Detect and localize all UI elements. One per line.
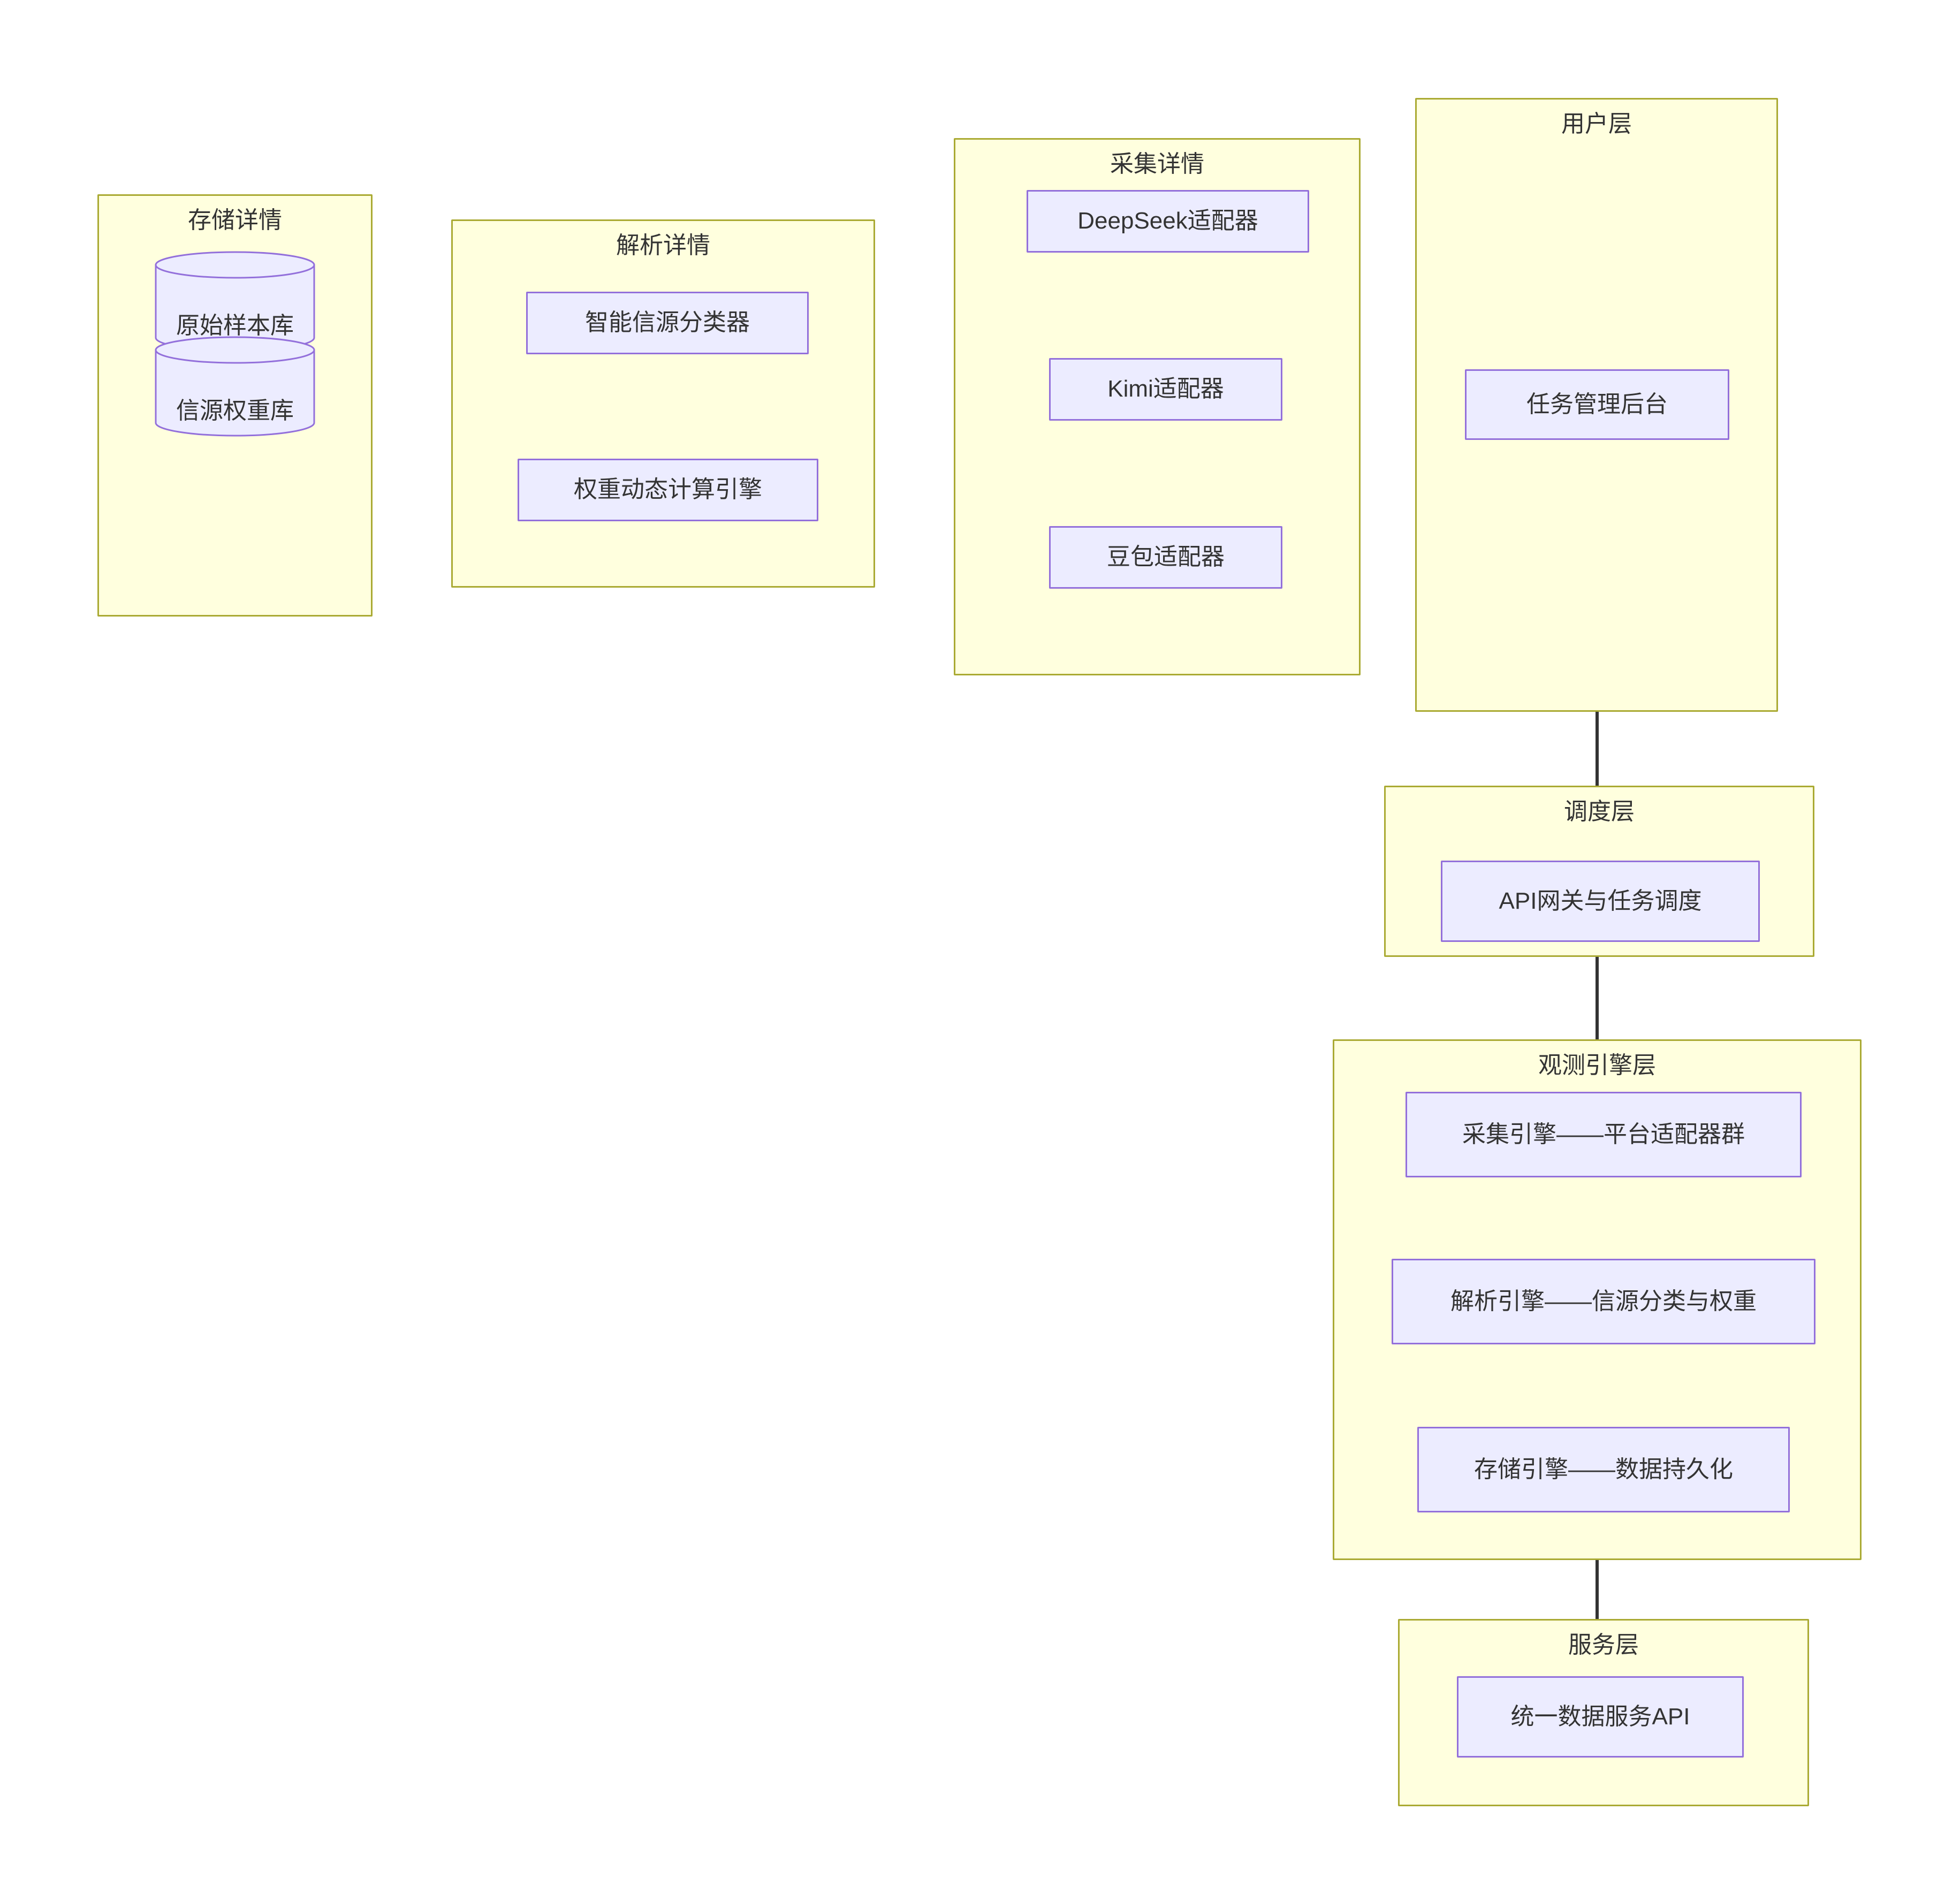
cluster-title-service-layer: 服务层 xyxy=(1568,1632,1639,1658)
node-label-raw-sample-db: 原始样本库 xyxy=(176,313,294,339)
cylinder-shape xyxy=(155,336,315,437)
cluster-title-user-layer: 用户层 xyxy=(1561,111,1632,137)
node-api-gateway-scheduler[interactable]: API网关与任务调度 xyxy=(1441,861,1760,942)
cluster-title-storage-detail: 存储详情 xyxy=(188,207,282,233)
node-unified-data-api[interactable]: 统一数据服务API xyxy=(1457,1676,1744,1758)
cluster-title-collect-detail: 采集详情 xyxy=(1110,151,1204,177)
node-smart-source-classifier[interactable]: 智能信源分类器 xyxy=(526,292,809,354)
cluster-title-schedule-layer: 调度层 xyxy=(1564,798,1635,825)
node-deepseek-adapter[interactable]: DeepSeek适配器 xyxy=(1027,190,1309,253)
cylinder-shape xyxy=(155,251,315,352)
node-parse-engine[interactable]: 解析引擎——信源分类与权重 xyxy=(1392,1259,1815,1344)
node-raw-sample-db[interactable]: 原始样本库 xyxy=(154,250,316,352)
node-doubao-adapter[interactable]: 豆包适配器 xyxy=(1049,526,1282,589)
node-source-weight-db[interactable]: 信源权重库 xyxy=(154,336,316,437)
node-weight-dynamic-engine[interactable]: 权重动态计算引擎 xyxy=(518,459,818,521)
cluster-title-parse-detail: 解析详情 xyxy=(616,232,710,258)
cluster-parse-detail: 解析详情 xyxy=(451,219,875,588)
node-label-source-weight-db: 信源权重库 xyxy=(176,398,294,424)
node-collect-engine[interactable]: 采集引擎——平台适配器群 xyxy=(1406,1092,1802,1177)
node-kimi-adapter[interactable]: Kimi适配器 xyxy=(1049,358,1282,421)
cluster-title-engine-layer: 观测引擎层 xyxy=(1538,1052,1656,1078)
node-storage-engine[interactable]: 存储引擎——数据持久化 xyxy=(1417,1427,1790,1512)
node-task-management-console[interactable]: 任务管理后台 xyxy=(1465,369,1729,440)
